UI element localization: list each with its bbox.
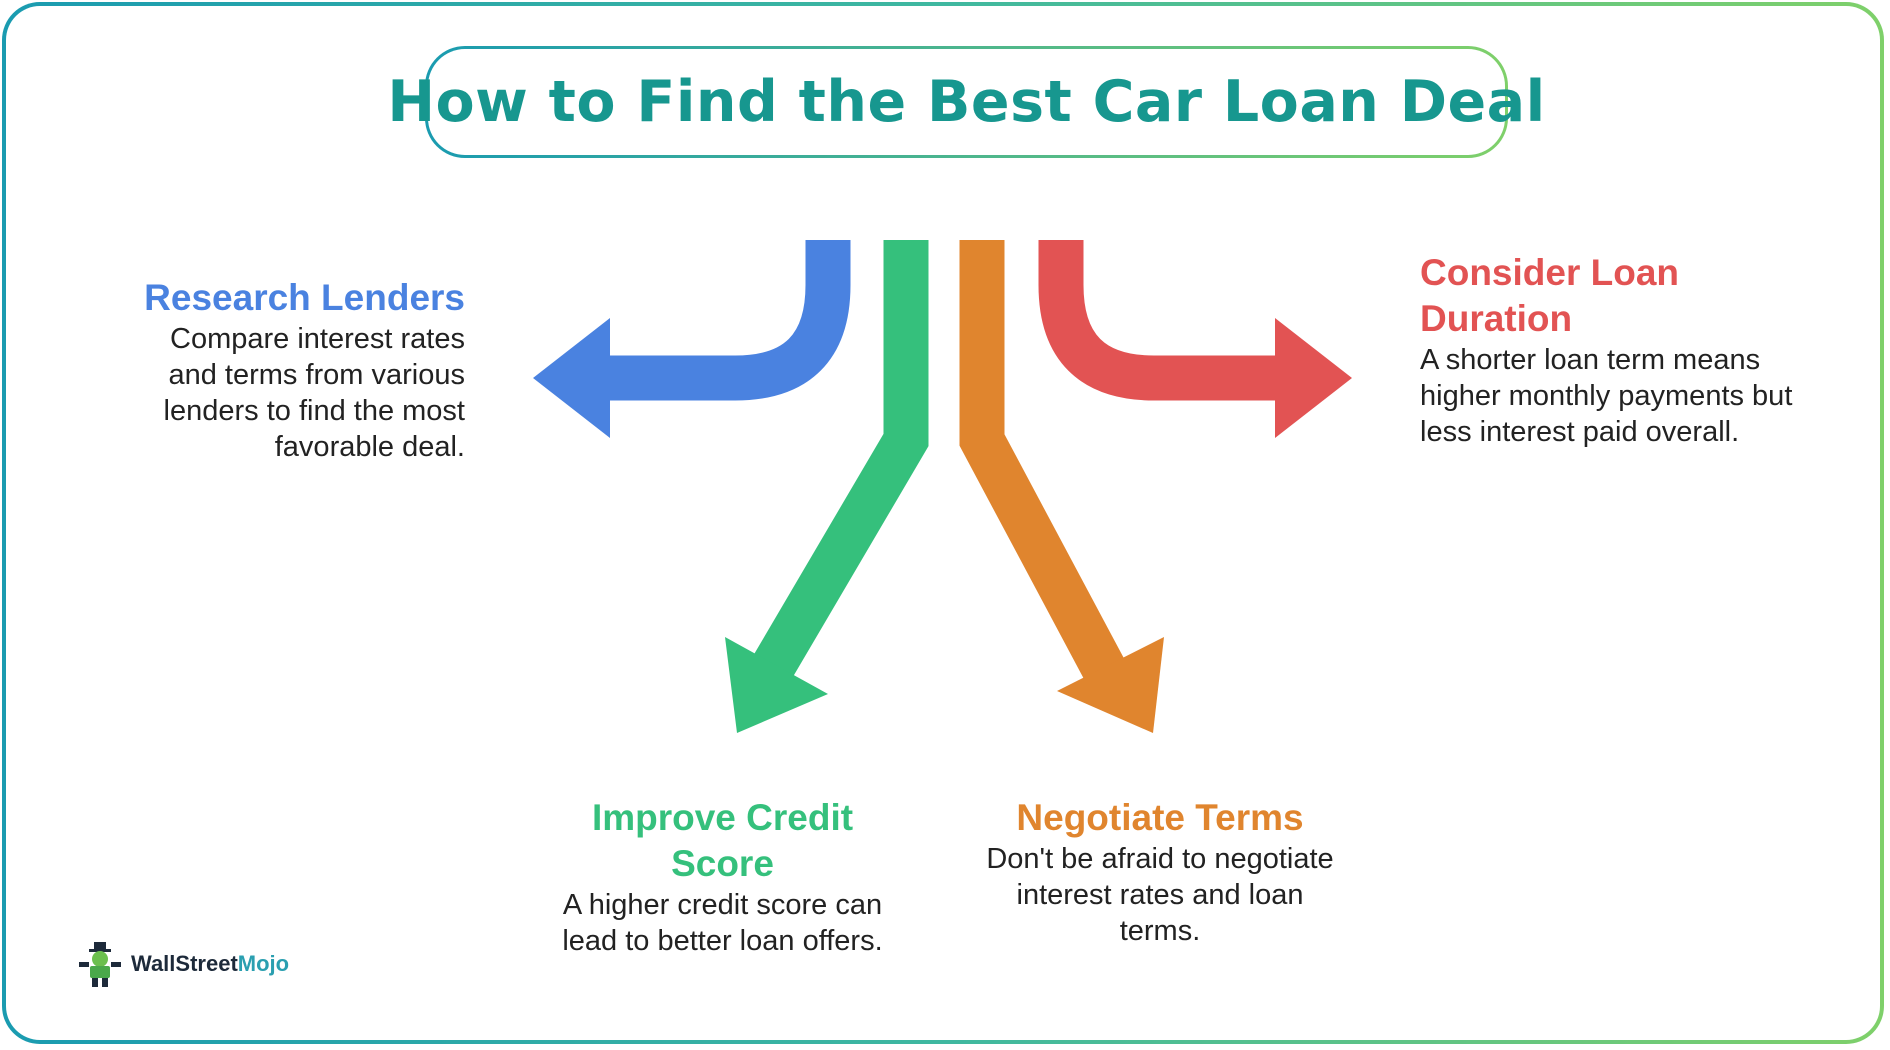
- credit-score-block: Improve Credit Score A higher credit sco…: [555, 795, 890, 959]
- title-box: How to Find the Best Car Loan Deal: [387, 46, 1545, 158]
- logo-text: WallStreetMojo: [131, 951, 290, 976]
- loan-duration-heading: Consider Loan Duration: [1420, 252, 1680, 339]
- negotiate-terms-heading: Negotiate Terms: [1016, 797, 1304, 838]
- research-lenders-block: Research Lenders Compare interest rates …: [120, 275, 465, 465]
- page-title: How to Find the Best Car Loan Deal: [387, 69, 1546, 135]
- credit-score-heading: Improve Credit Score: [591, 797, 854, 884]
- credit-score-description: A higher credit score can lead to better…: [562, 889, 883, 957]
- wallstreetmojo-logo: WallStreetMojo: [75, 940, 289, 988]
- research-lenders-description: Compare interest rates and terms from va…: [163, 323, 465, 463]
- red-arrow: [1038, 240, 1352, 438]
- research-lenders-heading: Research Lenders: [144, 277, 465, 318]
- orange-arrow: [959, 240, 1164, 733]
- loan-duration-block: Consider Loan Duration A shorter loan te…: [1420, 250, 1800, 450]
- mascot-icon: [79, 942, 121, 987]
- green-arrow: [725, 240, 929, 733]
- blue-arrow: [533, 240, 851, 438]
- negotiate-terms-description: Don't be afraid to negotiate interest ra…: [986, 843, 1334, 947]
- negotiate-terms-block: Negotiate Terms Don't be afraid to negot…: [985, 795, 1335, 949]
- loan-duration-description: A shorter loan term means higher monthly…: [1420, 344, 1793, 448]
